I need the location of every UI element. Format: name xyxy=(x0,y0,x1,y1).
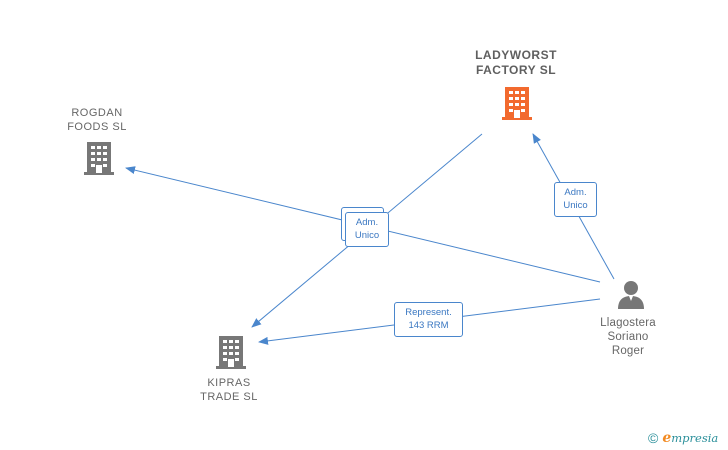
kipras-building-icon[interactable] xyxy=(216,335,246,369)
copyright-symbol: © xyxy=(648,430,659,446)
kipras-label-line2: TRADE SL xyxy=(200,391,258,403)
rogdan-building-icon[interactable] xyxy=(84,141,114,175)
edge-label-represent-kipras-line2: 143 RRM xyxy=(408,320,449,331)
kipras-label-line1: KIPRAS xyxy=(207,377,251,389)
ladyworst-label[interactable]: LADYWORST FACTORY SL xyxy=(456,48,576,78)
person-label-line1: Llagostera xyxy=(600,317,656,329)
brand-logo-e: e xyxy=(662,430,672,446)
edge-label-adm-unico-center[interactable]: Adm. Unico xyxy=(345,212,389,247)
person-label-line3: Roger xyxy=(611,345,645,357)
edge-label-adm-unico-center-line1: Adm. xyxy=(355,217,379,228)
ladyworst-building-icon[interactable] xyxy=(502,86,532,120)
edge-label-adm-unico-ladyworst[interactable]: Adm. Unico xyxy=(554,182,597,217)
edge-label-represent-kipras-line1: Represent. xyxy=(405,307,452,318)
ladyworst-label-line1: LADYWORST xyxy=(475,48,557,62)
edge-label-represent-kipras[interactable]: Represent. 143 RRM xyxy=(394,302,463,337)
person-icon[interactable] xyxy=(616,279,646,309)
edge-label-adm-unico-ladyworst-line1: Adm. xyxy=(564,187,587,198)
kipras-label[interactable]: KIPRAS TRADE SL xyxy=(169,376,289,404)
rogdan-label-line1: ROGDAN xyxy=(71,107,123,119)
ladyworst-label-line2: FACTORY SL xyxy=(475,63,557,77)
edge-label-adm-unico-center-line2: Unico xyxy=(354,230,380,241)
person-label[interactable]: Llagostera Soriano Roger xyxy=(568,316,688,358)
brand-logo-text: mpresia xyxy=(671,431,719,445)
edge-label-adm-unico-ladyworst-line2: Unico xyxy=(563,200,588,211)
empresia-watermark: © e mpresia xyxy=(648,428,726,448)
rogdan-label[interactable]: ROGDAN FOODS SL xyxy=(37,106,157,134)
person-label-line2: Soriano xyxy=(607,331,649,343)
rogdan-label-line2: FOODS SL xyxy=(67,121,127,133)
